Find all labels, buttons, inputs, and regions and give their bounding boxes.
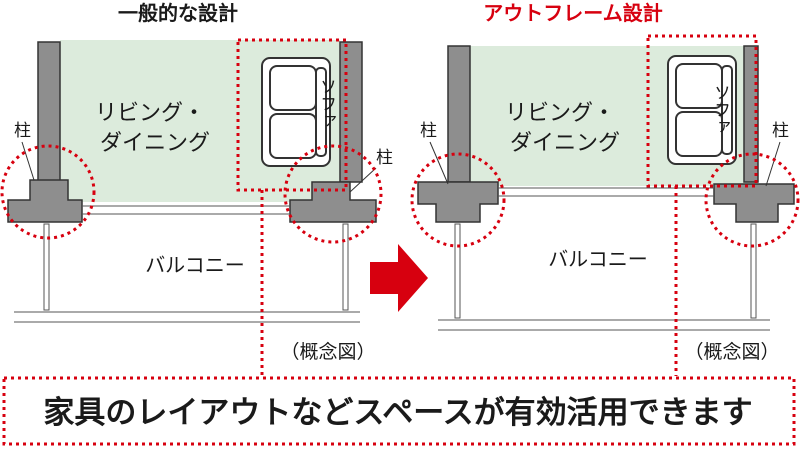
concept-note: （概念図） (280, 340, 375, 363)
room-label-line2: ダイニング (100, 131, 210, 156)
highlight-circle-left (0, 144, 96, 240)
sofa-highlight-box (236, 38, 348, 192)
sofa-label: ソファ (710, 84, 730, 135)
pillar-left-label: 柱 (14, 121, 31, 141)
pillar-right-label: 柱 (376, 148, 393, 168)
balcony-post-right (750, 223, 757, 319)
room-label-line1: リビング・ (95, 101, 205, 126)
pillar-left (417, 181, 499, 223)
highlight-circle-left (410, 152, 506, 248)
room-label-line2: ダイニング (510, 131, 620, 156)
highlight-circle-right (283, 144, 383, 244)
pillar-right (289, 181, 377, 223)
right-panel: アウトフレーム設計 ソファ リビング・ ダイニング 柱 柱 (410, 1, 800, 376)
right-arrow-icon (370, 244, 428, 312)
sofa-highlight-box (646, 34, 758, 188)
right-panel-title: アウトフレーム設計 (483, 1, 662, 25)
right-wall (339, 41, 363, 183)
pillar-right (713, 183, 795, 223)
caption-text: 家具のレイアウトなどスペースが有効活用できます (43, 395, 752, 431)
left-panel-title: 一般的な設計 (118, 1, 238, 25)
highlight-circle-right (704, 152, 800, 248)
balcony-post-left (454, 223, 461, 319)
caption-box (2, 376, 796, 446)
sofa-label: ソファ (316, 78, 336, 129)
left-panel: 一般的な設計 ソファ リビング・ ダイニング 柱 柱 (0, 1, 393, 376)
pillar-left (7, 179, 83, 223)
balcony-label: バルコニー (145, 253, 245, 277)
pillar-left-label: 柱 (420, 121, 437, 141)
balcony-post-left (43, 223, 50, 311)
pillar-right-label: 柱 (772, 121, 789, 141)
balcony-label: バルコニー (548, 247, 648, 271)
balcony-post-right (342, 223, 349, 311)
room-label-line1: リビング・ (505, 101, 615, 126)
left-wall (37, 41, 61, 183)
concept-note: （概念図） (684, 340, 779, 363)
left-wall (447, 45, 471, 183)
